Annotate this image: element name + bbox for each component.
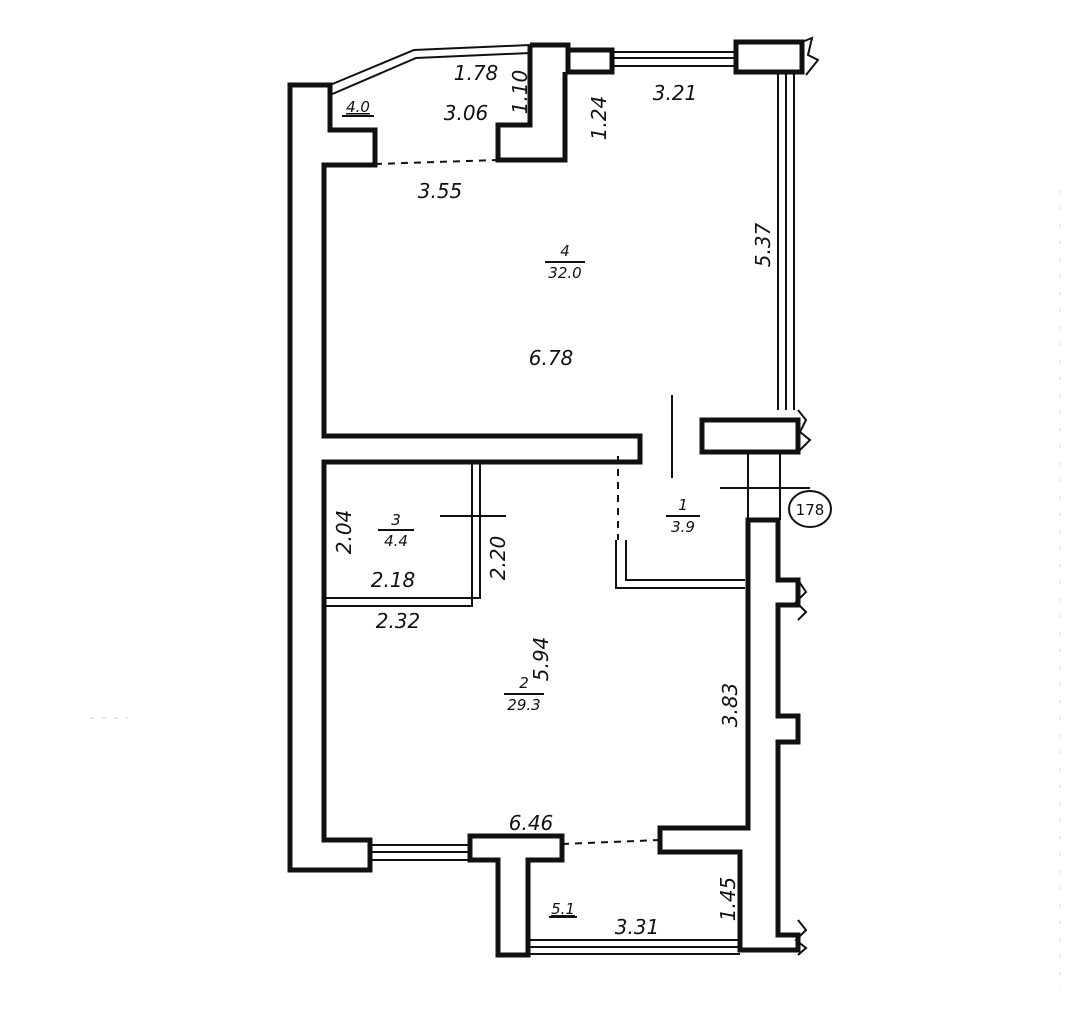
room2-number: 2	[519, 674, 529, 692]
balcony-top-slanted-rail	[329, 44, 531, 96]
dim-balcony-opening: 3.55	[418, 179, 463, 203]
balcony-top-opening	[374, 159, 499, 165]
dim-room3-outer-width: 2.32	[376, 609, 421, 633]
room3-partition	[324, 462, 481, 607]
partition-right-block	[699, 417, 801, 455]
wall-break-right-2	[794, 919, 808, 956]
room4-number: 4	[560, 242, 570, 260]
room2-area: 29.3	[507, 696, 540, 714]
dim-room4-length: 6.78	[529, 346, 574, 370]
dim-bottom-depth: 1.45	[716, 877, 740, 922]
bottom-balcony-opening	[561, 839, 661, 845]
dim-top-depth: 1.10	[508, 70, 532, 115]
dim-room2-length: 5.94	[529, 637, 553, 682]
top-window-glazing	[612, 51, 736, 67]
dim-room2-width: 6.46	[509, 811, 554, 835]
dim-top-window: 1.78	[454, 61, 499, 85]
top-window-right-pier	[733, 39, 805, 75]
bottom-t-pier	[467, 833, 565, 958]
dim-room3-height: 2.04	[332, 510, 356, 555]
bottom-left-window-glazing	[370, 844, 470, 861]
dim-room4-height: 5.37	[751, 222, 775, 267]
wall-break-right-1	[794, 579, 808, 621]
room3-number: 3	[391, 511, 401, 529]
left-outer-wall	[287, 82, 643, 873]
entry-door-frame	[747, 451, 781, 520]
room4-right-glazing	[777, 72, 795, 410]
top-pier-wall	[495, 42, 615, 163]
dim-bottom-window: 3.31	[615, 915, 660, 939]
balcony-bottom-area: 5.1	[551, 900, 575, 918]
room3-area: 4.4	[384, 532, 408, 550]
dim-top-right-window: 3.21	[653, 81, 698, 105]
dim-room3-width: 2.18	[371, 568, 416, 592]
dim-room3-inner: 2.20	[486, 536, 510, 581]
marker-number: 178	[796, 501, 825, 519]
dim-top-pier: 1.24	[587, 96, 611, 141]
room1-number: 1	[678, 496, 688, 514]
dim-room2-height: 3.83	[718, 683, 742, 728]
room4-area: 32.0	[548, 264, 581, 282]
bottom-balcony-glazing	[528, 939, 740, 955]
room1-area: 3.9	[671, 518, 695, 536]
dim-top-inner: 3.06	[444, 101, 489, 125]
wall-break-top-right	[801, 36, 820, 76]
entry-thin-partition	[615, 540, 745, 589]
wall-break-middle-right	[797, 409, 812, 453]
balcony-top-area: 4.0	[346, 98, 370, 116]
marker-circle	[788, 490, 832, 528]
